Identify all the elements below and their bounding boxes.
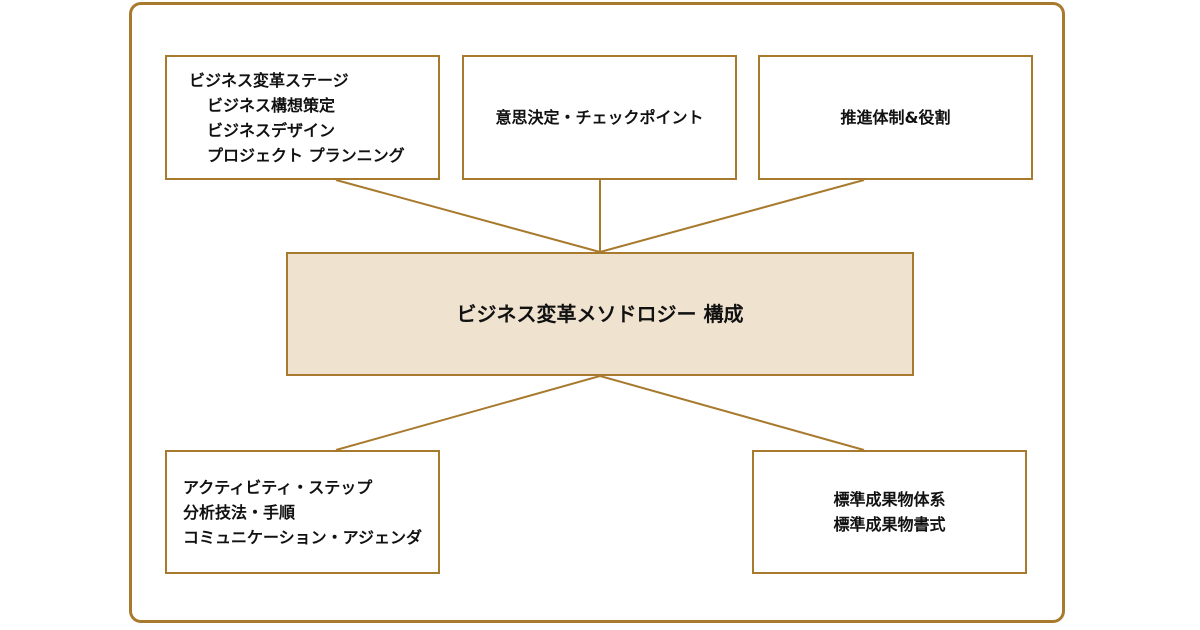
activity-item-methods: 分析技法・手順: [183, 502, 296, 522]
outer-frame: [129, 2, 1065, 623]
deliverables-item-format: 標準成果物書式: [833, 515, 946, 534]
center-box: ビジネス変革メソドロジー 構成: [286, 252, 914, 376]
decision-box: 意思決定・チェックポイント: [462, 55, 737, 180]
decision-label: 意思決定・チェックポイント: [495, 108, 704, 127]
organization-label: 推進体制&役割: [840, 108, 951, 127]
connector-top-right: [599, 179, 865, 253]
connector-bottom-right: [599, 375, 865, 451]
stage-item-design: ビジネスデザイン: [207, 120, 336, 140]
organization-box: 推進体制&役割: [758, 55, 1033, 180]
activity-box: アクティビティ・ステップ 分析技法・手順 コミュニケーション・アジェンダ: [165, 450, 440, 574]
stage-item-concept: ビジネス構想策定: [207, 95, 336, 115]
center-title: ビジネス変革メソドロジー 構成: [456, 301, 744, 326]
activity-item-communication: コミュニケーション・アジェンダ: [183, 527, 423, 547]
deliverables-item-system: 標準成果物体系: [833, 490, 946, 509]
stage-heading: ビジネス変革ステージ: [189, 70, 349, 90]
connector-top-left: [335, 179, 601, 253]
stage-box: ビジネス変革ステージ ビジネス構想策定 ビジネスデザイン プロジェクト プランニ…: [165, 55, 440, 180]
stage-item-planning: プロジェクト プランニング: [207, 145, 405, 165]
deliverables-box: 標準成果物体系 標準成果物書式: [752, 450, 1027, 574]
activity-item-steps: アクティビティ・ステップ: [183, 477, 373, 497]
connector-bottom-left: [335, 375, 601, 451]
